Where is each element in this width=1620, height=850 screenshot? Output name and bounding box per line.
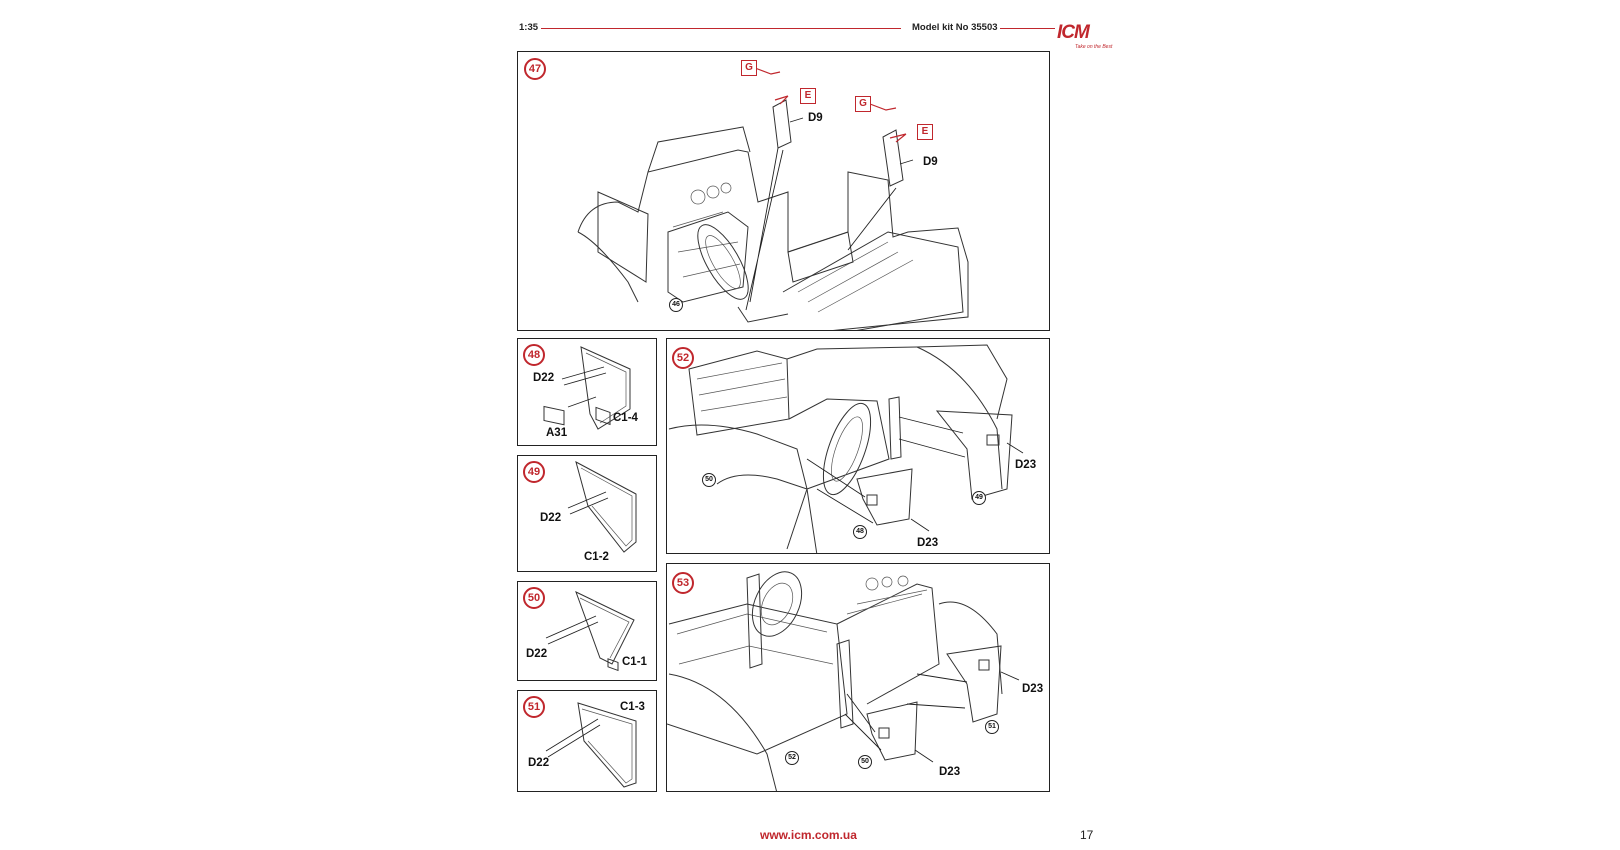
part-label-d23: D23: [939, 766, 961, 778]
step-49-number: 49: [523, 461, 545, 483]
step-50-drawing: [545, 591, 635, 672]
step-ref-52: 52: [785, 751, 799, 765]
footer-url[interactable]: www.icm.com.ua: [760, 828, 857, 842]
step-48-drawing: [543, 346, 631, 430]
step-50-number: 50: [523, 587, 545, 609]
step-47-drawing: [577, 67, 969, 330]
step-ref-48: 48: [853, 525, 867, 539]
step-51-panel: 51 C1-3 D22: [517, 690, 657, 792]
mark-e: E: [800, 88, 816, 104]
step-50-panel: 50 D22 C1-1: [517, 581, 657, 681]
step-ref-49: 49: [972, 491, 986, 505]
part-label-d23: D23: [917, 537, 939, 549]
part-label-d22: D22: [540, 512, 562, 524]
step-ref-50: 50: [702, 473, 716, 487]
step-52-panel: 52 D23 D23 50 49 48: [666, 338, 1050, 554]
part-label-a31: A31: [546, 427, 568, 439]
step-53-panel: 53 D23 D23 51 52 50: [666, 563, 1050, 792]
step-47-panel: 47 G E G E D9 D9 46: [517, 51, 1050, 331]
step-47-number: 47: [524, 58, 546, 80]
icm-logo: ICM Take on the Best: [1055, 19, 1117, 50]
step-ref-50: 50: [858, 755, 872, 769]
scale-label: 1:35: [519, 22, 539, 33]
header-rule-left: [541, 28, 901, 29]
logo-tagline: Take on the Best: [1075, 44, 1113, 50]
mark-e: E: [917, 124, 933, 140]
part-label-d22: D22: [533, 372, 555, 384]
part-label-c1-3: C1-3: [620, 701, 645, 713]
part-label-d9: D9: [808, 112, 823, 124]
step-53-drawing: [667, 571, 1020, 791]
step-51-drawing: [545, 702, 637, 788]
step-53-number: 53: [672, 572, 694, 594]
step-52-drawing: [668, 344, 1024, 553]
mark-g: G: [855, 96, 871, 112]
mark-g: G: [741, 60, 757, 76]
step-48-number: 48: [523, 344, 545, 366]
part-label-d23: D23: [1022, 683, 1044, 695]
step-48-panel: 48 D22 C1-4 A31: [517, 338, 657, 446]
step-49-drawing: [567, 461, 637, 553]
part-label-d22: D22: [528, 757, 550, 769]
step-51-number: 51: [523, 696, 545, 718]
part-label-c1-2: C1-2: [584, 551, 609, 563]
step-ref: 46: [669, 298, 683, 312]
kit-number: Model kit No 35503: [912, 22, 998, 33]
header-rule-right: [1000, 28, 1055, 29]
part-label-d23: D23: [1015, 459, 1037, 471]
logo-text: ICM: [1057, 22, 1090, 43]
part-label-d22: D22: [526, 648, 548, 660]
step-52-number: 52: [672, 347, 694, 369]
step-49-panel: 49 D22 C1-2: [517, 455, 657, 572]
part-label-d9: D9: [923, 156, 938, 168]
part-label-c1-1: C1-1: [622, 656, 647, 668]
step-ref-51: 51: [985, 720, 999, 734]
part-label-c1-4: C1-4: [613, 412, 638, 424]
page-number: 17: [1080, 828, 1094, 842]
